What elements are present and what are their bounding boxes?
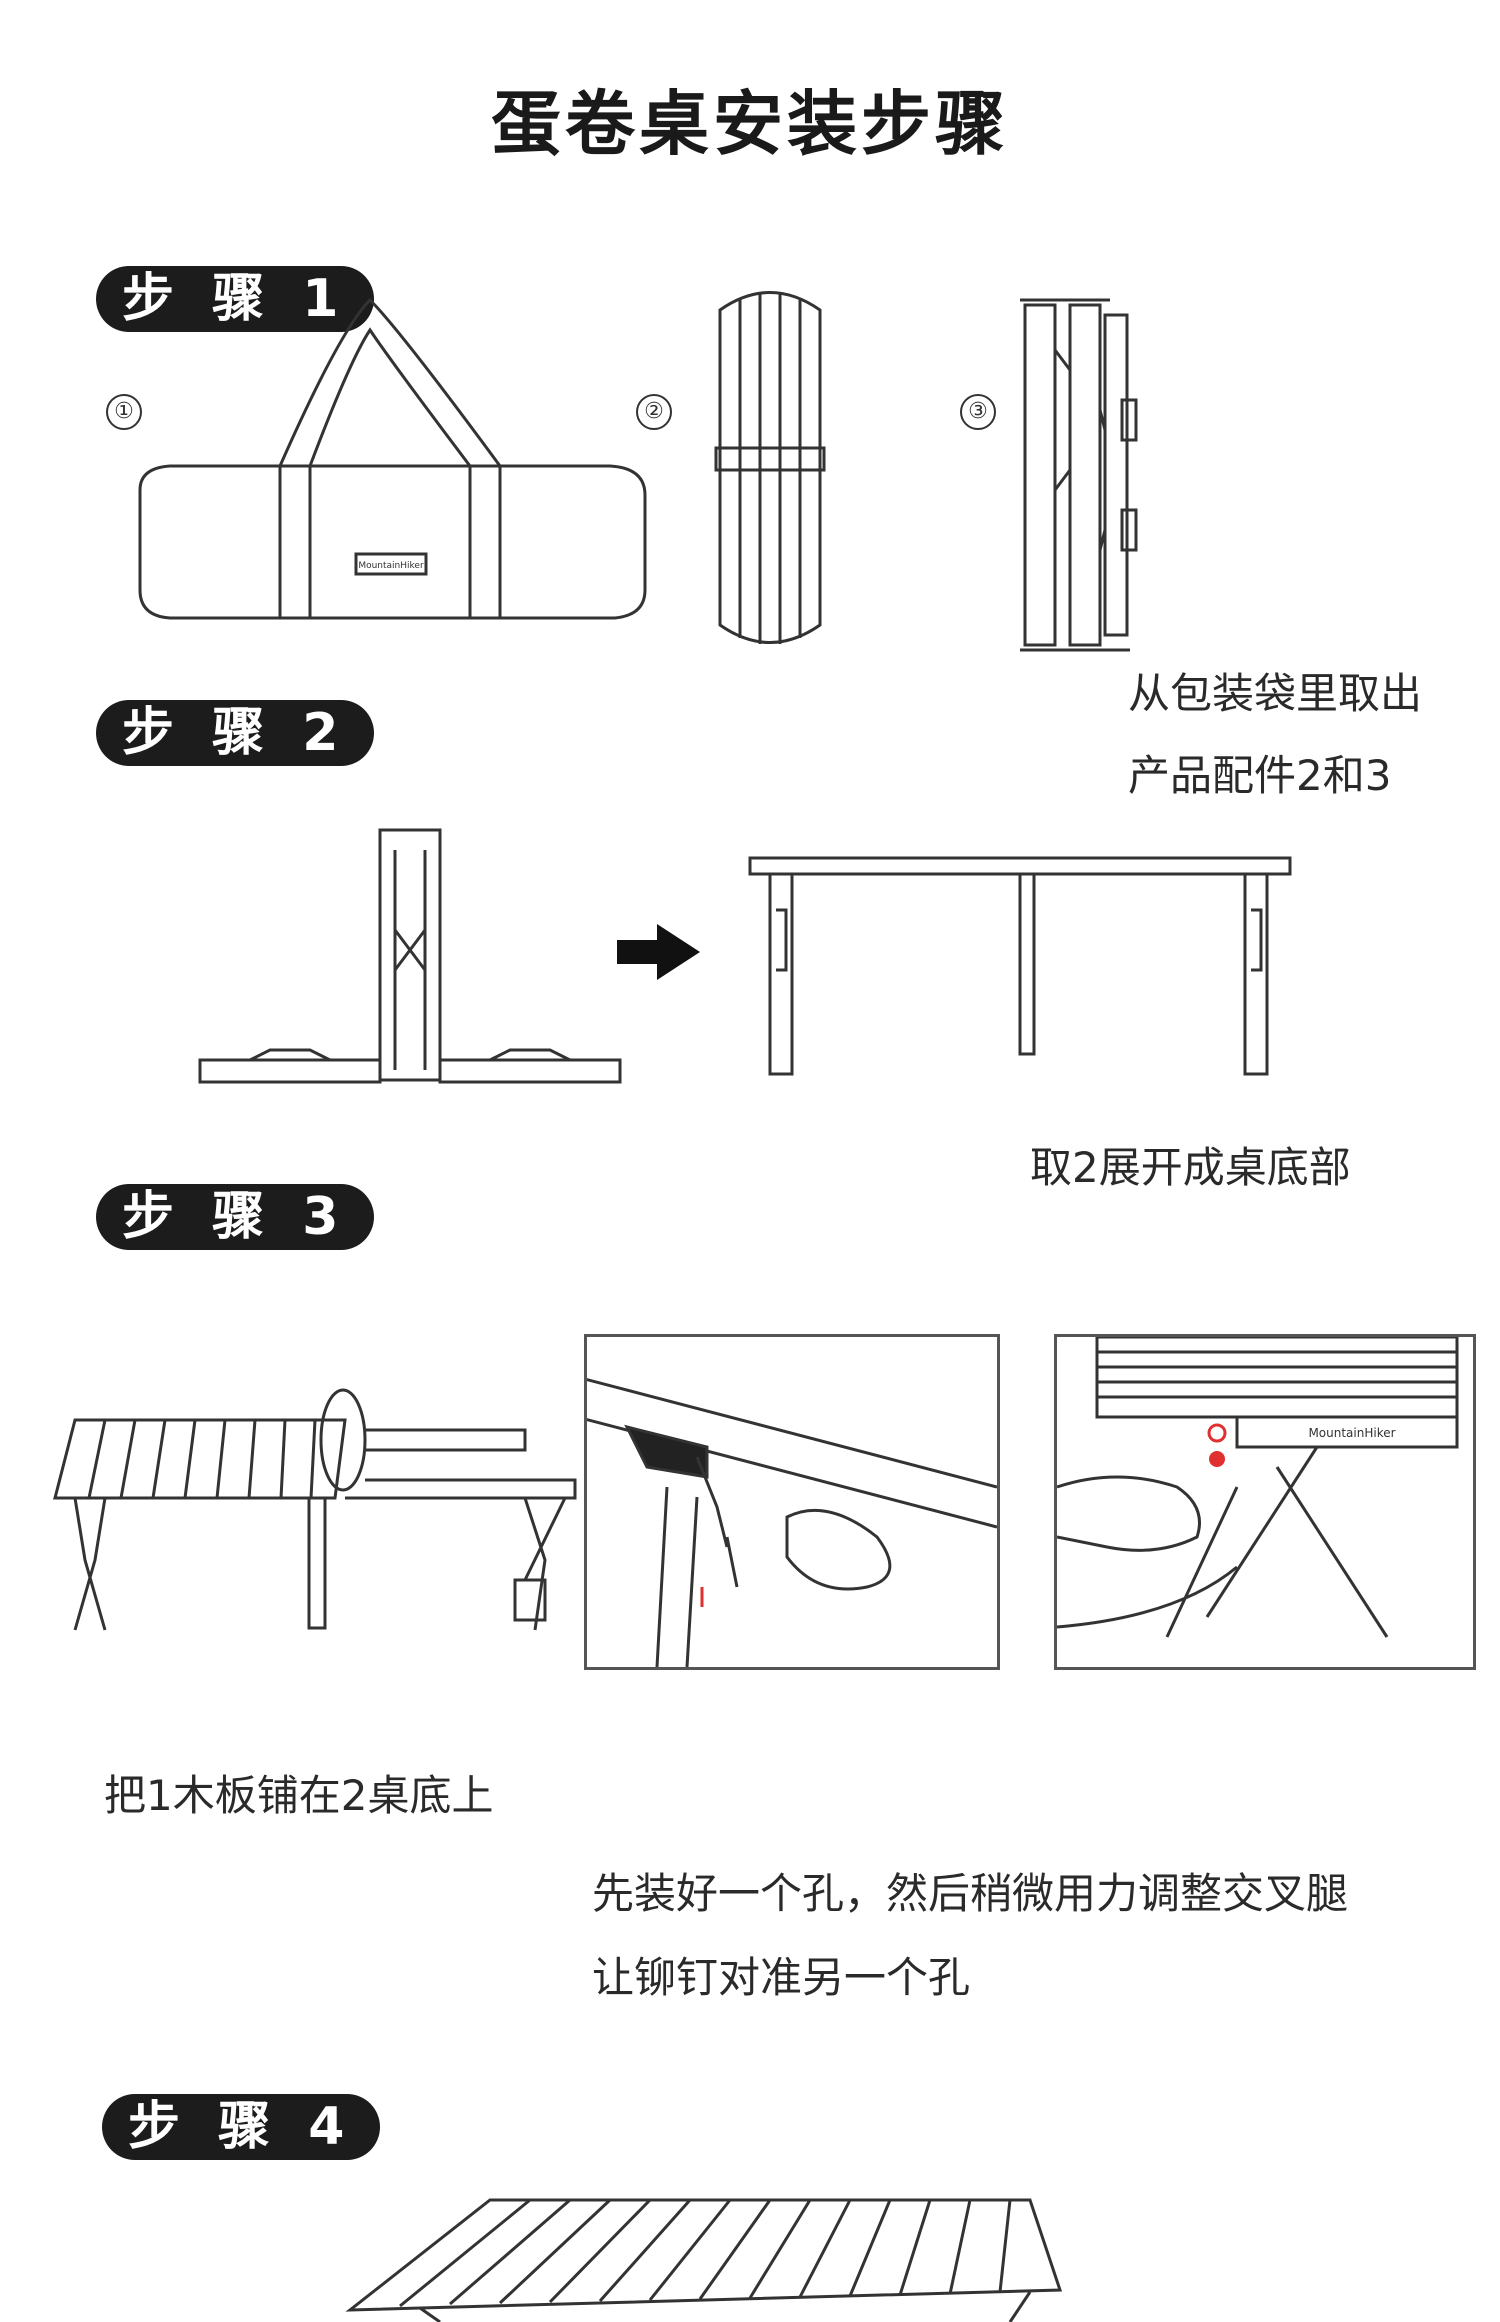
step-1-caption-line-1: 从包装袋里取出 — [1128, 660, 1422, 721]
unfolded-base-drawing — [740, 850, 1300, 1080]
frame-brand-label: MountainHiker — [1308, 1426, 1395, 1440]
page-title: 蛋卷桌安装步骤 — [0, 68, 1500, 169]
arrow-right-icon — [612, 922, 702, 982]
step-3-caption-line-1: 把1木板铺在2桌底上 — [104, 1762, 493, 1823]
step-4-badge: 步 骤 4 — [102, 2094, 380, 2160]
marker-3: ③ — [960, 394, 996, 430]
step-3-caption-line-2: 先装好一个孔，然后稍微用力调整交叉腿 — [592, 1860, 1348, 1921]
rolled-tabletop-drawing — [710, 280, 830, 660]
detail-frame-leg-adjust: MountainHiker — [1054, 1334, 1476, 1670]
carry-bag-drawing: MountainHiker — [110, 290, 670, 650]
step-1-caption-line-2: 产品配件2和3 — [1128, 742, 1391, 803]
tabletop-unroll-drawing — [45, 1380, 585, 1640]
leg-adjust-drawing: MountainHiker — [1057, 1337, 1473, 1667]
assembled-table-drawing — [340, 2190, 1080, 2322]
folded-frame-drawing — [1010, 290, 1150, 660]
bag-brand-label: MountainHiker — [358, 561, 424, 571]
detail-frame-rivet-insert — [584, 1334, 1000, 1670]
step-2-badge: 步 骤 2 — [96, 700, 374, 766]
step-2-caption: 取2展开成桌底部 — [1030, 1134, 1351, 1195]
step-3-badge: 步 骤 3 — [96, 1184, 374, 1250]
rivet-insert-drawing — [587, 1337, 997, 1667]
folded-base-drawing — [190, 820, 630, 1090]
step-3-caption-line-3: 让铆钉对准另一个孔 — [592, 1944, 970, 2005]
